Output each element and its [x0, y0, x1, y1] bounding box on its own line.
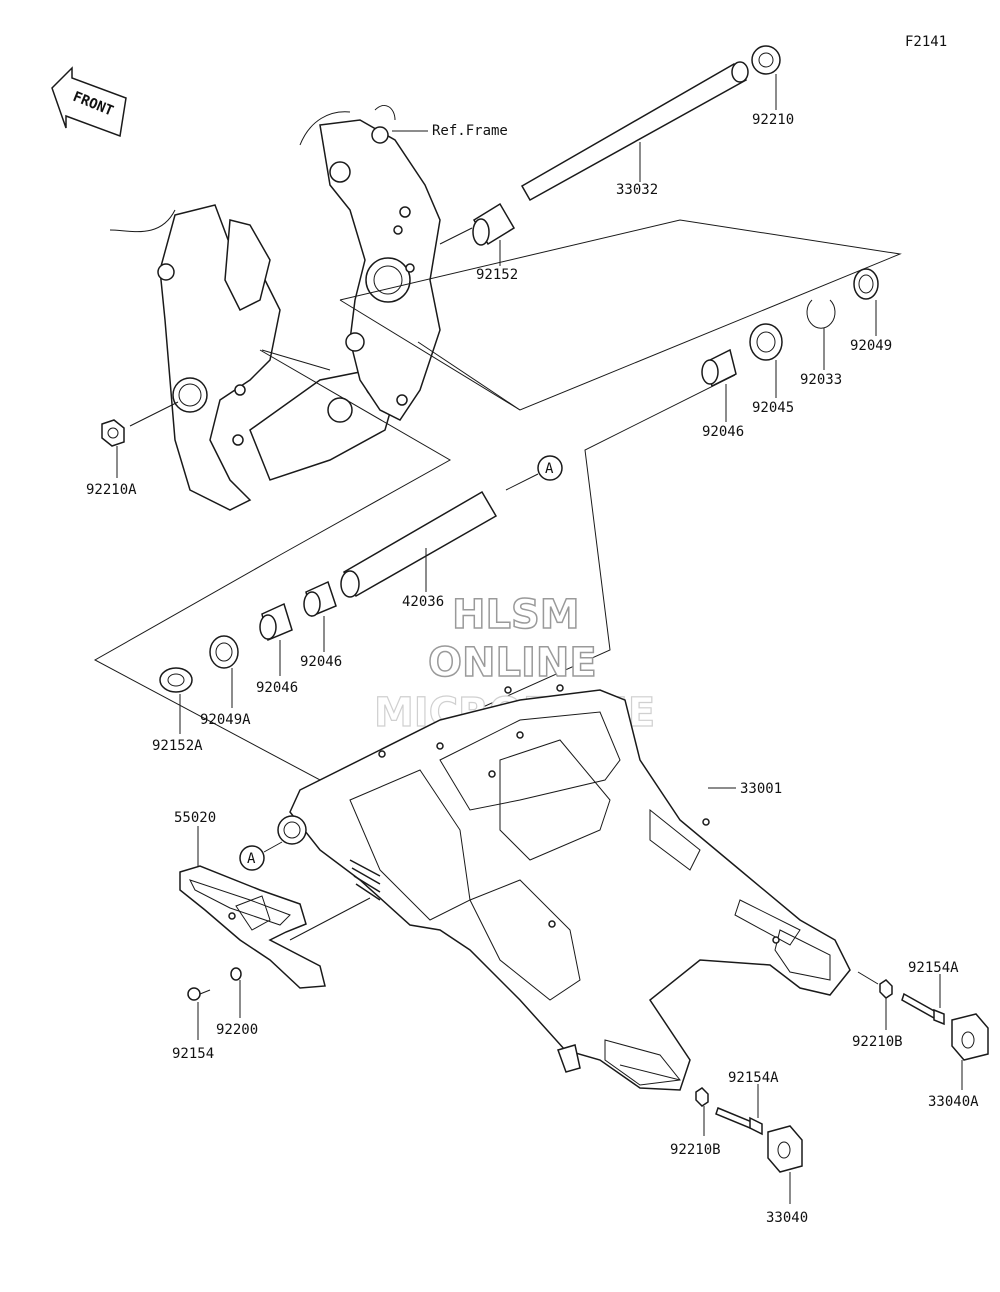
part-label-92152A: 92152A: [152, 738, 203, 754]
part-label-92046-top: 92046: [702, 424, 744, 440]
part-92049-seal: [853, 268, 879, 336]
part-92210A-nut: [101, 401, 179, 478]
part-92046-bearing-top: [701, 348, 737, 422]
part-label-92154A-right: 92154A: [908, 960, 959, 976]
marker-a-top: [537, 455, 563, 481]
part-label-33032: 33032: [616, 182, 658, 198]
part-33001-swingarm: [277, 684, 851, 1091]
marker-a-lower: [239, 845, 265, 871]
part-label-92049: 92049: [850, 338, 892, 354]
part-92154A-bolt-right: [901, 974, 945, 1026]
part-92210B-nut-low: [695, 1087, 709, 1136]
front-arrow-icon: FRONT: [51, 66, 127, 138]
part-33040-adjuster: [767, 1125, 803, 1204]
ref-frame-label: Ref.Frame: [432, 123, 508, 139]
part-33040A-adjuster: [951, 1013, 989, 1090]
part-92200-washer: [230, 967, 242, 1018]
part-label-33040A: 33040A: [928, 1094, 979, 1110]
part-label-33040: 33040: [766, 1210, 808, 1226]
part-92154-bolt: [187, 987, 211, 1040]
part-label-92033: 92033: [800, 372, 842, 388]
part-42036-sleeve: [340, 490, 498, 598]
part-92210B-nut-right: [857, 971, 893, 1030]
part-92210-nut: [751, 45, 781, 110]
part-92045-bearing: [749, 323, 783, 398]
part-92049A-seal: [209, 635, 239, 708]
part-label-92046-low: 92046: [256, 680, 298, 696]
part-92046-bearing-mid: [303, 580, 337, 652]
part-label-92154: 92154: [172, 1046, 214, 1062]
part-92033-circlip: [806, 299, 836, 370]
assembly-bracket-upper: [339, 219, 902, 411]
part-92046-bearing-low: [259, 602, 293, 676]
figure-id: F2141: [905, 34, 947, 50]
part-label-33001: 33001: [740, 781, 782, 797]
part-label-92045: 92045: [752, 400, 794, 416]
part-label-42036: 42036: [402, 594, 444, 610]
part-55020-chain-guard: [179, 826, 371, 989]
assembly-bracket-lower: [93, 349, 736, 781]
marker-a-lower-label: A: [247, 851, 256, 867]
part-label-92210A: 92210A: [86, 482, 137, 498]
part-label-92154A-low: 92154A: [728, 1070, 779, 1086]
part-label-55020: 55020: [174, 810, 216, 826]
watermark-line2: ONLINE: [428, 640, 597, 686]
part-label-92210: 92210: [752, 112, 794, 128]
frame-reference: [109, 105, 441, 511]
marker-a-top-label: A: [545, 461, 554, 477]
part-label-92210B-right: 92210B: [852, 1034, 903, 1050]
part-label-92210B-low: 92210B: [670, 1142, 721, 1158]
part-92152-collar: [439, 202, 516, 266]
part-label-92046-mid: 92046: [300, 654, 342, 670]
part-label-92049A: 92049A: [200, 712, 251, 728]
watermark-line1: HLSM: [452, 592, 580, 638]
part-label-92200: 92200: [216, 1022, 258, 1038]
part-92152A-collar: [159, 667, 193, 734]
part-label-92152: 92152: [476, 267, 518, 283]
part-33032-pivot-shaft: [520, 61, 749, 202]
part-92154A-bolt-low: [715, 1084, 763, 1136]
